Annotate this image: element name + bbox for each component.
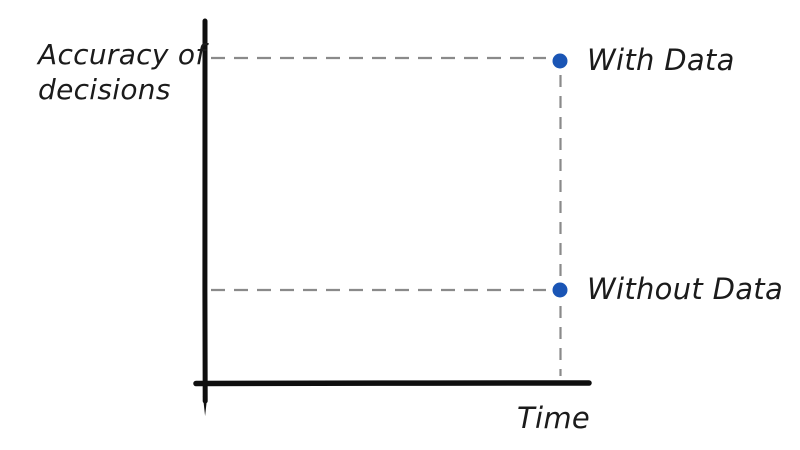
x-axis-label: Time	[517, 401, 591, 435]
y-axis-label-line1: Accuracy of	[38, 38, 206, 71]
y-axis-label: Accuracy of decisions	[38, 37, 206, 107]
data-point-with-data-dot	[552, 53, 568, 69]
y-axis-label-line2: decisions	[38, 73, 171, 106]
x-axis-line	[193, 380, 592, 387]
y-axis-tip	[202, 396, 208, 416]
data-point-without-data-dot	[552, 282, 568, 298]
point-label-with-data: With Data	[587, 43, 735, 77]
point-label-without-data: Without Data	[587, 272, 784, 306]
